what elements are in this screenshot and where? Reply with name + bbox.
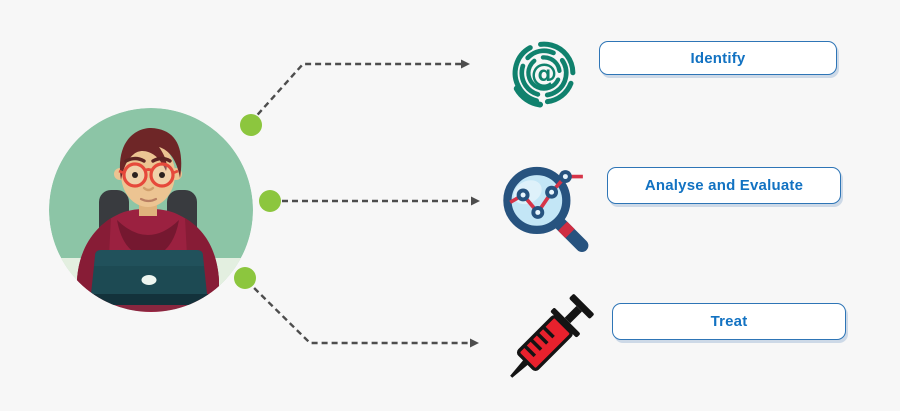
arrowhead-analyse [471, 196, 480, 206]
step-label-treat: Treat [612, 303, 846, 340]
connector-line-identify [250, 62, 462, 123]
green-dot-analyse [259, 190, 281, 212]
syringe-plunger [569, 294, 594, 319]
step-label-text: Analyse and Evaluate [644, 177, 804, 194]
hood-collar [117, 220, 179, 258]
step-label-text: Identify [690, 49, 746, 67]
person-at-laptop-illustration [49, 108, 253, 312]
laptop [86, 250, 212, 305]
hair [119, 128, 182, 180]
magnifier-lens [503, 166, 571, 235]
syringe-needle [510, 358, 530, 378]
step-label-analyse-and-evaluate: Analyse and Evaluate [607, 167, 841, 204]
syringe-icon [510, 294, 594, 378]
connector-line-treat [246, 280, 471, 345]
syringe-flange [550, 308, 580, 338]
at-glyph: @ [531, 58, 558, 89]
laptop-logo [141, 275, 157, 285]
step-label-identify: Identify [599, 41, 837, 75]
magnifier-chart-icon [503, 166, 589, 252]
fingerprint-at-icon: @ [512, 41, 576, 108]
chart-points [516, 170, 572, 219]
arrowhead-treat [470, 338, 479, 348]
arrowhead-identify [461, 59, 470, 69]
step-label-text: Treat [710, 313, 748, 330]
